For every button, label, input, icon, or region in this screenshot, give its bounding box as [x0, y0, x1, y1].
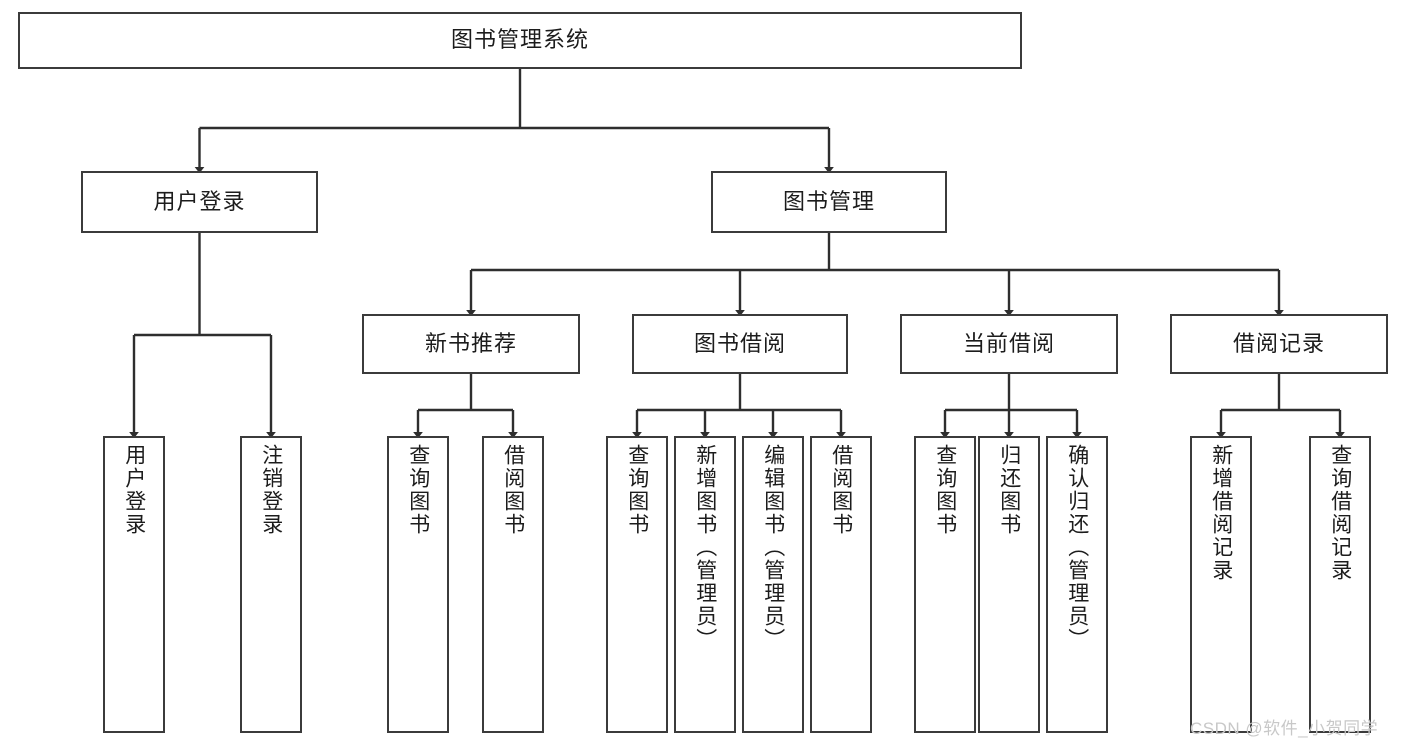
- node-leaf-query-record[interactable]: 查询借阅记录: [1309, 436, 1371, 733]
- node-leaf-edit-book[interactable]: 编辑图书（管理员）: [742, 436, 804, 733]
- node-label: 查询图书: [625, 444, 649, 536]
- node-label: 新书推荐: [424, 330, 517, 356]
- node-label: 查询图书: [406, 444, 430, 536]
- node-leaf-query-book-2[interactable]: 查询图书: [606, 436, 668, 733]
- node-leaf-borrow-book-1[interactable]: 借阅图书: [482, 436, 544, 733]
- node-book-manage[interactable]: 图书管理: [711, 171, 947, 233]
- node-label: 用户登录: [122, 444, 146, 536]
- node-label: 注销登录: [259, 444, 283, 536]
- node-label: 借阅图书: [829, 444, 853, 536]
- node-leaf-query-book-3[interactable]: 查询图书: [914, 436, 976, 733]
- node-leaf-borrow-book-2[interactable]: 借阅图书: [810, 436, 872, 733]
- node-label: 查询借阅记录: [1328, 444, 1352, 582]
- node-current-borrow[interactable]: 当前借阅: [900, 314, 1118, 374]
- node-user-login[interactable]: 用户登录: [81, 171, 318, 233]
- node-leaf-confirm-return[interactable]: 确认归还（管理员）: [1046, 436, 1108, 733]
- node-label: 图书管理: [782, 188, 875, 214]
- node-label: 用户登录: [153, 188, 246, 214]
- edge-group: [129, 69, 1345, 439]
- node-leaf-user-login[interactable]: 用户登录: [103, 436, 165, 733]
- node-root[interactable]: 图书管理系统: [18, 12, 1022, 69]
- node-label: 借阅记录: [1232, 330, 1325, 356]
- node-label: 新增借阅记录: [1209, 444, 1233, 582]
- node-label: 借阅图书: [501, 444, 525, 536]
- node-label: 归还图书: [997, 444, 1021, 536]
- node-label: 新增图书（管理员）: [693, 444, 717, 651]
- node-label: 图书借阅: [693, 330, 786, 356]
- node-label: 确认归还（管理员）: [1065, 444, 1089, 651]
- csdn-watermark: CSDN @软件_小贺同学: [1190, 719, 1379, 738]
- node-leaf-return-book[interactable]: 归还图书: [978, 436, 1040, 733]
- node-borrow-record[interactable]: 借阅记录: [1170, 314, 1388, 374]
- node-new-book-rec[interactable]: 新书推荐: [362, 314, 580, 374]
- node-label: 查询图书: [933, 444, 957, 536]
- node-leaf-add-book[interactable]: 新增图书（管理员）: [674, 436, 736, 733]
- node-leaf-query-book-1[interactable]: 查询图书: [387, 436, 449, 733]
- node-book-borrow[interactable]: 图书借阅: [632, 314, 848, 374]
- node-label: 图书管理系统: [450, 27, 589, 53]
- node-label: 编辑图书（管理员）: [761, 444, 785, 651]
- node-leaf-logout[interactable]: 注销登录: [240, 436, 302, 733]
- node-label: 当前借阅: [962, 330, 1055, 356]
- node-leaf-add-record[interactable]: 新增借阅记录: [1190, 436, 1252, 733]
